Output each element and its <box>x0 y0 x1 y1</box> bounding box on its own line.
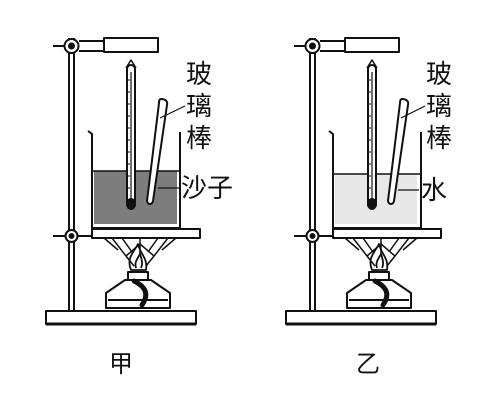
flame <box>369 243 389 271</box>
stand-rod <box>309 38 316 311</box>
leader-lines-left <box>158 105 186 189</box>
flame <box>128 243 148 271</box>
thermometer-clamp <box>53 37 159 54</box>
ring-clamp <box>294 228 442 243</box>
glass-rod-right <box>387 98 410 205</box>
label-water: 水 <box>421 176 448 206</box>
thermometer-left <box>125 59 137 210</box>
apparatus-left <box>45 37 201 326</box>
wire-gauze <box>103 237 177 267</box>
label-glass-rod-left-2: 璃 <box>186 92 213 122</box>
label-sand: 沙子 <box>181 174 234 204</box>
label-glass-rod-left-1: 玻 <box>186 60 213 90</box>
label-glass-rod-left-3: 棒 <box>186 124 213 154</box>
stand-rod <box>68 38 75 311</box>
thermometer-right <box>366 59 378 210</box>
caption-right: 乙 <box>356 350 380 378</box>
label-glass-rod-right-1: 玻 <box>426 60 453 90</box>
alcohol-lamp <box>105 271 171 309</box>
leader-lines-right <box>398 105 426 191</box>
glass-rod-left <box>146 98 169 205</box>
caption-left: 甲 <box>109 350 133 378</box>
alcohol-lamp <box>346 271 412 309</box>
wire-gauze <box>344 237 418 267</box>
label-glass-rod-right-2: 璃 <box>426 92 453 122</box>
apparatus-right <box>285 37 442 326</box>
stand-base <box>45 310 197 326</box>
label-glass-rod-right-3: 棒 <box>426 124 453 154</box>
ring-clamp <box>53 228 201 243</box>
stand-base <box>285 310 437 326</box>
thermometer-clamp <box>294 37 400 54</box>
